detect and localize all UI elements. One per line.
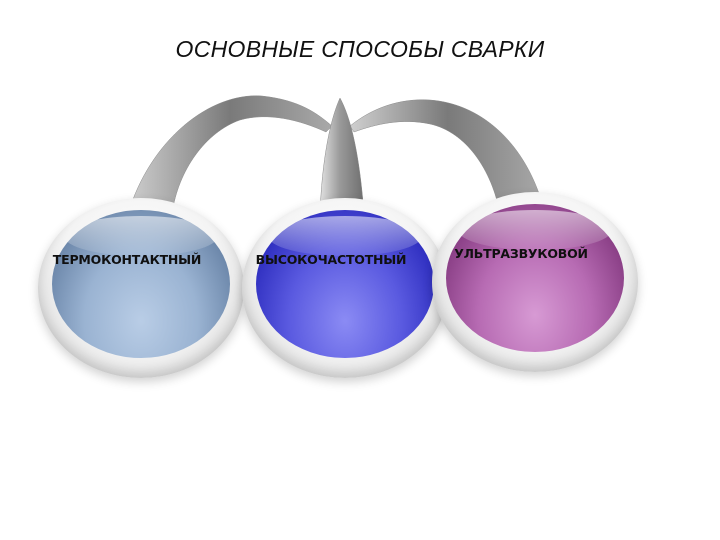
method-label-thermocontact: ТЕРМОКОНТАКТНЫЙ (52, 252, 202, 267)
orb-ultrasonic: УЛЬТРАЗВУКОВОЙ (432, 192, 638, 372)
connector-spike-center (319, 97, 365, 215)
orb-thermocontact: ТЕРМОКОНТАКТНЫЙ (38, 198, 244, 378)
connector-arc-left (127, 95, 333, 215)
orb-core (256, 210, 434, 358)
orb-gloss (458, 210, 612, 250)
orb-gloss (268, 216, 422, 256)
slide-title: ОСНОВНЫЕ СПОСОБЫ СВАРКИ (175, 36, 545, 62)
method-label-high-frequency: ВЫСОКОЧАСТОТНЫЙ (255, 252, 407, 267)
method-label-ultrasonic: УЛЬТРАЗВУКОВОЙ (454, 246, 588, 261)
orb-core (52, 210, 230, 358)
orb-core (446, 204, 624, 352)
orb-high-frequency: ВЫСОКОЧАСТОТНЫЙ (242, 198, 448, 378)
orb-gloss (64, 216, 218, 256)
